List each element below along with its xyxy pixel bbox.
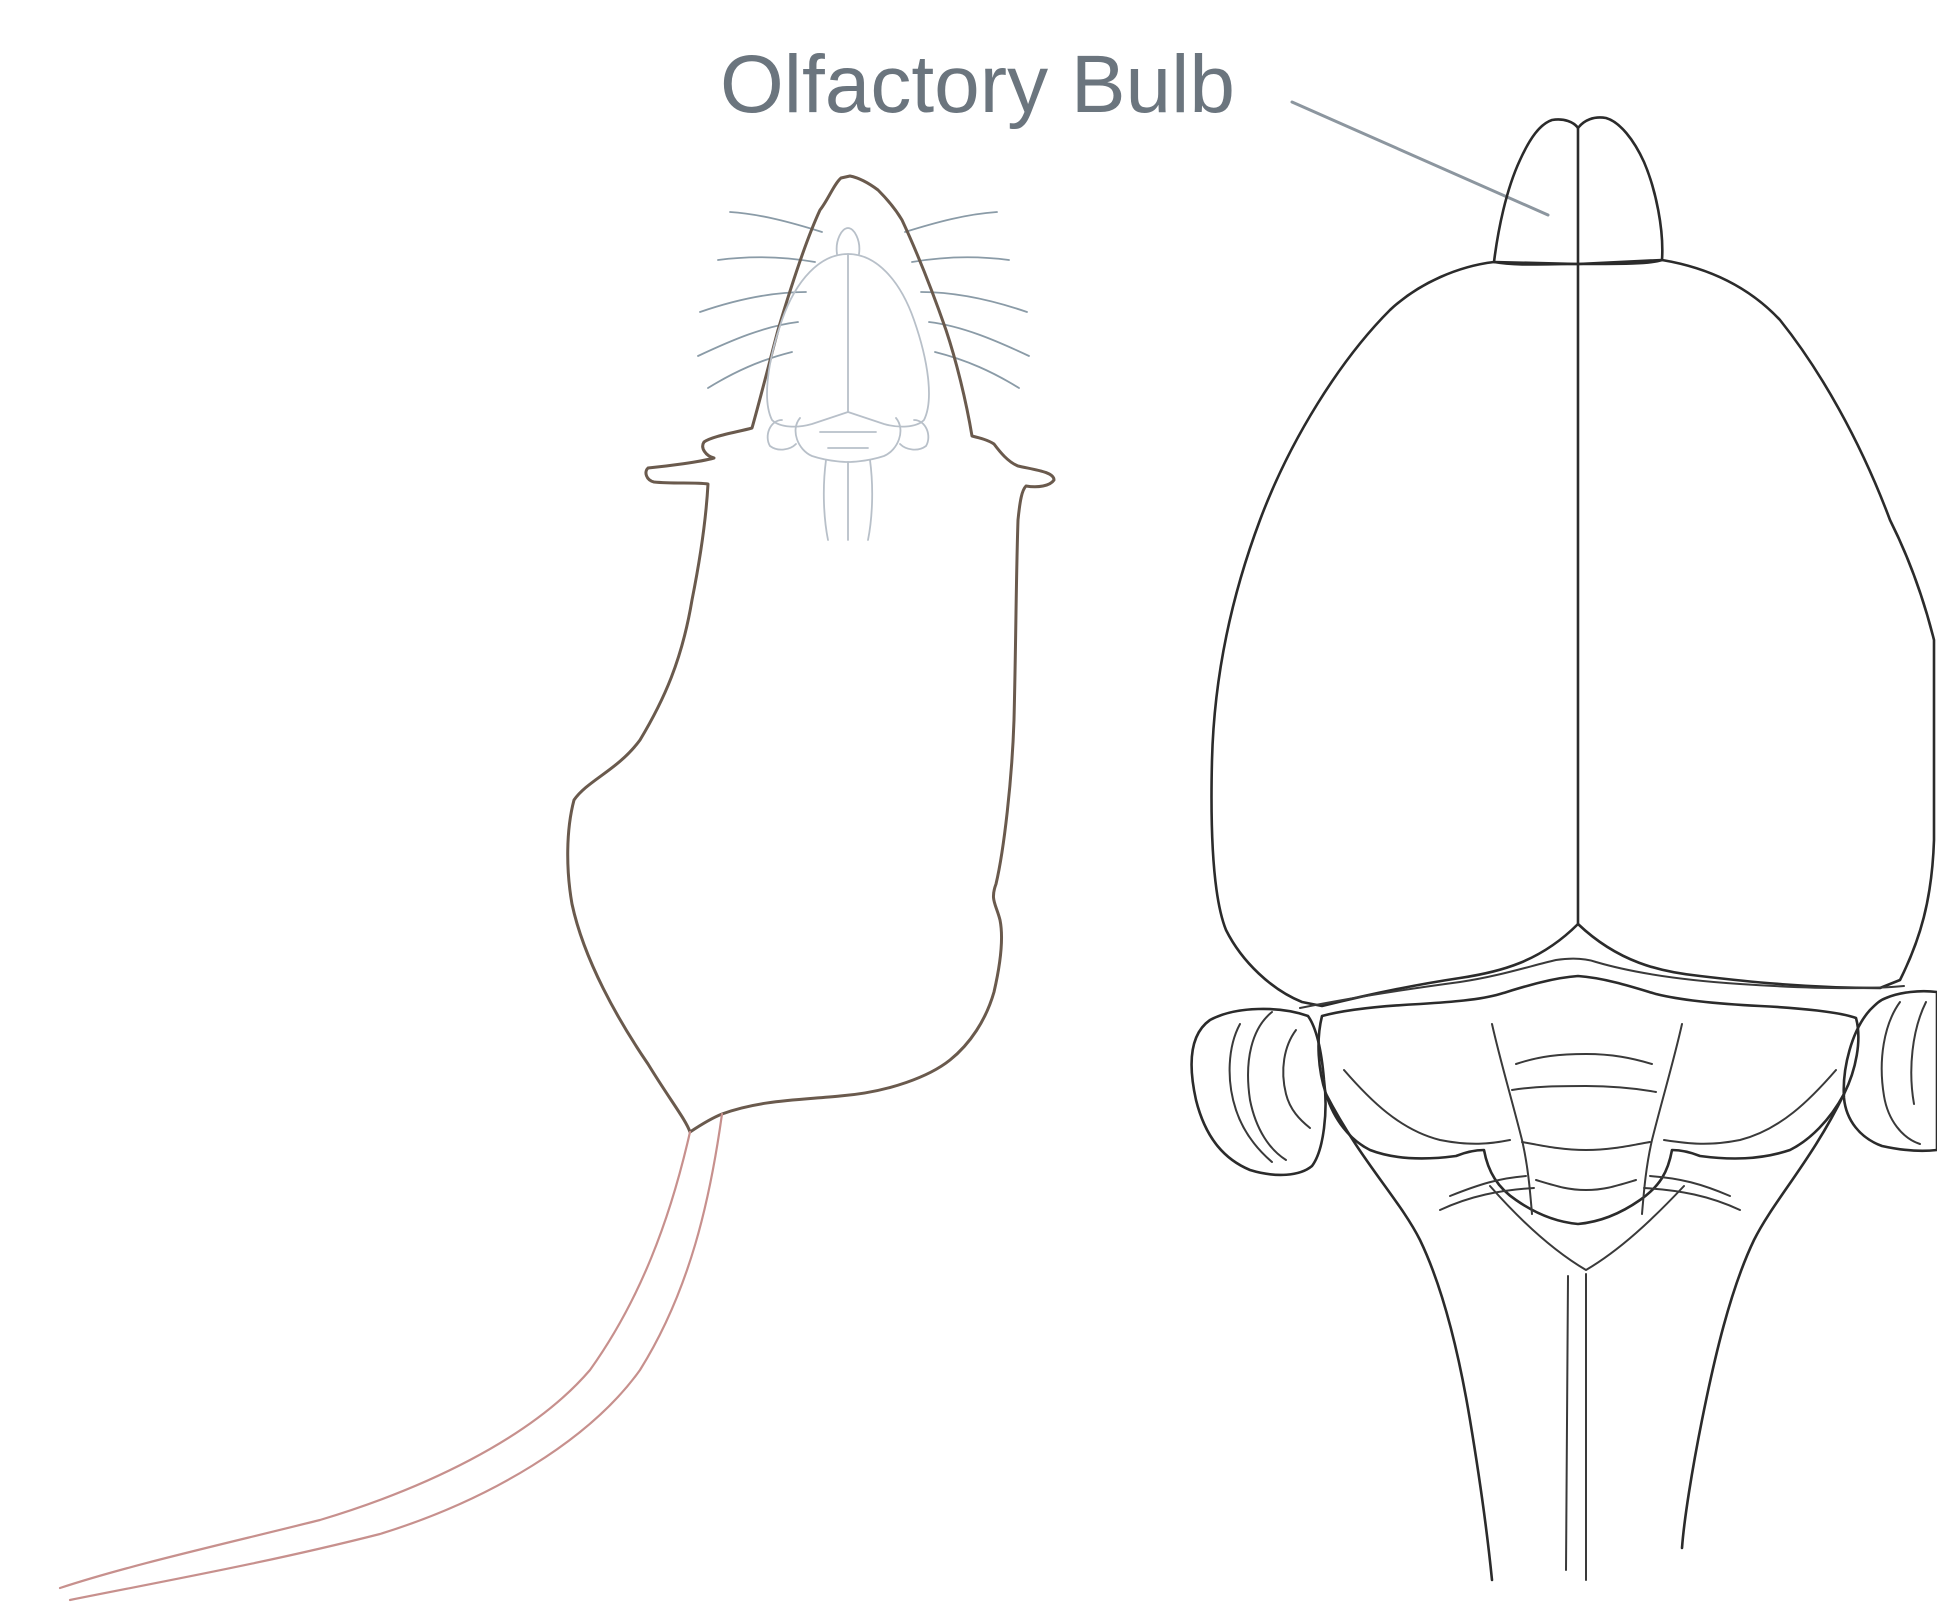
brain-illustration [1192,117,1937,1580]
brainstem-right-edge [1682,1094,1844,1548]
mouse-whiskers [698,212,1029,388]
mouse-illustration [60,176,1054,1600]
olfactory-bulb-label: Olfactory Bulb [720,39,1235,130]
mouse-tail-right-edge [70,1114,722,1600]
right-paraflocculus [1844,991,1937,1151]
olfactory-bulb-leader-line [1292,102,1548,215]
brainstem-left-edge [1326,1094,1492,1580]
mouse-body-outline [568,176,1054,1132]
mouse-mini-brain [767,228,929,540]
cerebral-hemispheres [1212,260,1934,1006]
cerebellum [1319,976,1859,1224]
mouse-tail-left-edge [60,1132,690,1588]
